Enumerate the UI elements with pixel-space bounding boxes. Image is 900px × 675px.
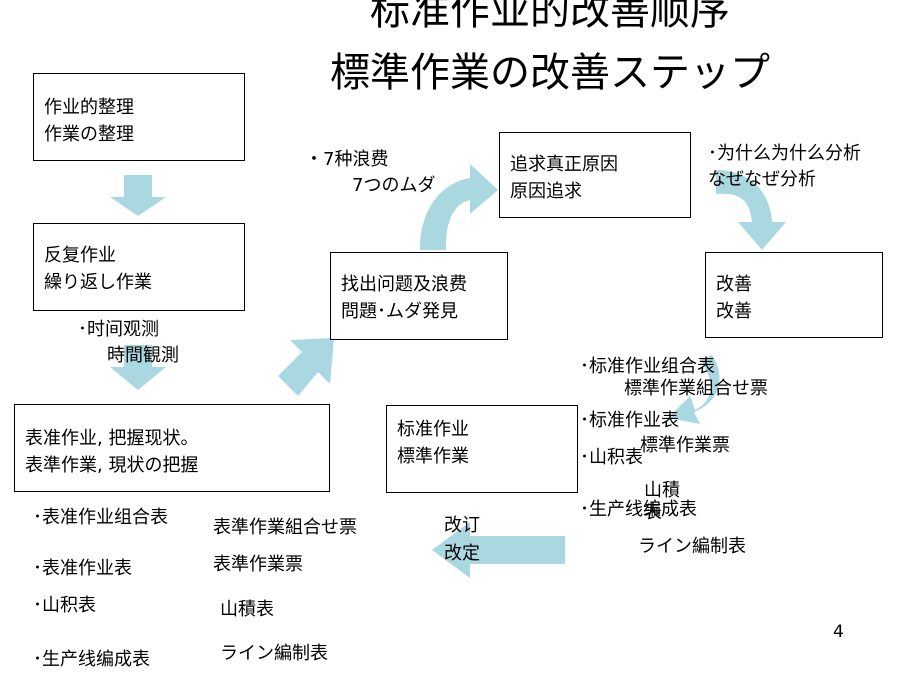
box-standard-cn: 标准作业 <box>397 419 469 440</box>
right-list-item-2-cn: ･标准作业表 <box>580 410 679 431</box>
bottom-list-item-3-jp: 山積表 <box>220 599 274 620</box>
arrow-down-2 <box>110 345 166 390</box>
box-standard-jp: 標準作業 <box>397 446 469 467</box>
note-revise-cn: 改订 <box>444 515 480 536</box>
right-list-item-4-cn: ･生产线编成表 <box>580 499 697 520</box>
box-improve: 改善 改善 <box>705 252 883 338</box>
box-organize-work: 作业的整理 作業の整理 <box>33 73 245 161</box>
bottom-list-item-4-jp: ライン編制表 <box>220 643 328 664</box>
box-find-cn: 找出问题及浪费 <box>341 274 467 295</box>
page-number: 4 <box>833 622 844 642</box>
box-find-cause: 追求真正原因 原因追求 <box>499 132 691 218</box>
box-find-problems: 找出问题及浪费 問題･ムダ発見 <box>330 252 508 340</box>
box-grasp-current: 表准作业, 把握现状。 表準作業, 現状の把握 <box>14 404 330 492</box>
arrow-diagonal-up <box>278 338 334 396</box>
right-list-item-3-jp: 山積表 <box>644 480 680 523</box>
arrow-left-revise <box>432 522 565 578</box>
box-improve-cn: 改善 <box>716 274 752 295</box>
box-organize-jp: 作業の整理 <box>44 124 134 145</box>
box-cause-jp: 原因追求 <box>510 181 582 202</box>
box-grasp-jp: 表準作業, 現状の把握 <box>25 455 199 476</box>
right-list-item-2-jp: 標準作業票 <box>640 435 730 456</box>
arrow-curve-down <box>716 170 786 250</box>
bottom-list-item-3-cn: ･山积表 <box>33 595 96 616</box>
note-revise-jp: 改定 <box>444 543 480 564</box>
title-line-2: 標準作業の改善ステップ <box>330 50 770 96</box>
note-waste-cn: ・7种浪费 <box>305 149 389 170</box>
arrow-curve-up <box>420 164 498 250</box>
bottom-list-item-1-jp: 表準作業組合せ票 <box>213 517 357 538</box>
box-improve-jp: 改善 <box>716 301 752 322</box>
bottom-list-item-2-jp: 表準作業票 <box>213 554 303 575</box>
note-why-cn: ･为什么为什么分析 <box>708 143 861 164</box>
arrow-curve-down-2 <box>668 355 720 424</box>
bottom-list-item-4-cn: ･生产线编成表 <box>33 649 150 670</box>
box-organize-cn: 作业的整理 <box>44 97 134 118</box>
right-list-item-1-cn: ･标准作业组合表 <box>580 356 715 377</box>
note-waste-jp: 7つのムダ <box>352 175 436 196</box>
right-list-item-4-jp: ライン編制表 <box>638 536 746 557</box>
box-repeat-work: 反复作业 繰り返し作業 <box>33 223 245 311</box>
box-repeat-jp: 繰り返し作業 <box>44 272 152 293</box>
note-why-jp: なぜなぜ分析 <box>708 169 816 190</box>
box-repeat-cn: 反复作业 <box>44 245 116 266</box>
box-standard-work: 标准作业 標準作業 <box>386 405 578 493</box>
bottom-list-item-1-cn: ･表准作业组合表 <box>33 507 168 528</box>
note-time-observe-cn: ･时间观测 <box>78 319 159 340</box>
box-cause-cn: 追求真正原因 <box>510 154 618 175</box>
bottom-list-item-2-cn: ･表准作业表 <box>33 558 132 579</box>
note-time-observe-jp: 時間観測 <box>107 345 179 366</box>
box-grasp-cn: 表准作业, 把握现状。 <box>25 428 199 449</box>
right-list-item-1-jp: 標準作業組合せ票 <box>624 378 768 399</box>
right-list-item-3-cn: ･山积表 <box>580 447 643 468</box>
title-line-1: 标准作业的改善顺序 <box>370 0 730 34</box>
arrow-down-1 <box>110 175 166 216</box>
box-find-jp: 問題･ムダ発見 <box>341 301 458 322</box>
